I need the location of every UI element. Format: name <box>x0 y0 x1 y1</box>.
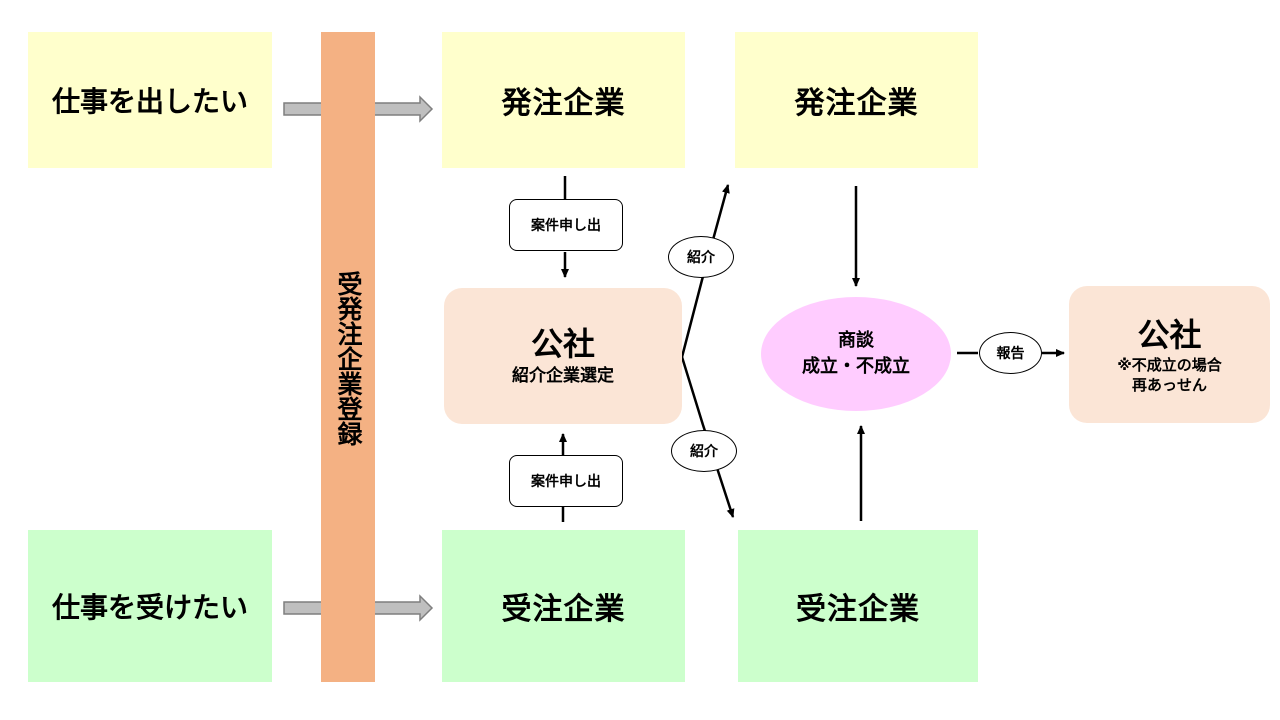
report-label: 報告 <box>979 332 1042 374</box>
want-to-receive-box: 仕事を受けたい <box>28 530 272 682</box>
corporation-center-title: 公社 <box>530 325 595 363</box>
corporation-right-note-2: 再あっせん <box>1131 375 1207 394</box>
registration-bar-label: 受発注企業登録 <box>334 270 363 446</box>
negotiation-ellipse: 商談 成立・不成立 <box>761 297 951 411</box>
arrow-intro-top <box>680 184 730 358</box>
ordering-company-label-1: 発注企業 <box>501 86 626 121</box>
want-to-receive-label: 仕事を受けたい <box>51 591 248 624</box>
corporation-right-note-1: ※不成立の場合 <box>1117 355 1222 374</box>
negotiation-result: 成立・不成立 <box>802 356 910 377</box>
introduction-label-bottom: 紹介 <box>671 430 737 472</box>
receiving-company-box-2: 受注企業 <box>738 530 978 682</box>
arrow-intro-bottom <box>680 356 735 518</box>
introduction-label-top: 紹介 <box>668 236 734 278</box>
corporation-right-box: 公社 ※不成立の場合 再あっせん <box>1069 286 1270 423</box>
receiving-company-box-1: 受注企業 <box>442 530 685 682</box>
request-label-bottom: 案件申し出 <box>509 455 623 507</box>
want-to-order-box: 仕事を出したい <box>28 32 272 168</box>
ordering-company-label-2: 発注企業 <box>794 86 919 121</box>
want-to-order-label: 仕事を出したい <box>51 85 248 118</box>
corporation-right-title: 公社 <box>1137 315 1202 354</box>
receiving-company-label-1: 受注企業 <box>501 592 626 627</box>
receiving-company-label-2: 受注企業 <box>796 592 920 627</box>
request-label-top: 案件申し出 <box>509 199 623 251</box>
corporation-center-box: 公社 紹介企業選定 <box>444 288 682 424</box>
ordering-company-box-2: 発注企業 <box>735 32 978 168</box>
negotiation-title: 商談 <box>838 330 874 351</box>
corporation-center-subtitle: 紹介企業選定 <box>512 366 614 386</box>
ordering-company-box-1: 発注企業 <box>442 32 685 168</box>
registration-bar <box>321 32 375 682</box>
